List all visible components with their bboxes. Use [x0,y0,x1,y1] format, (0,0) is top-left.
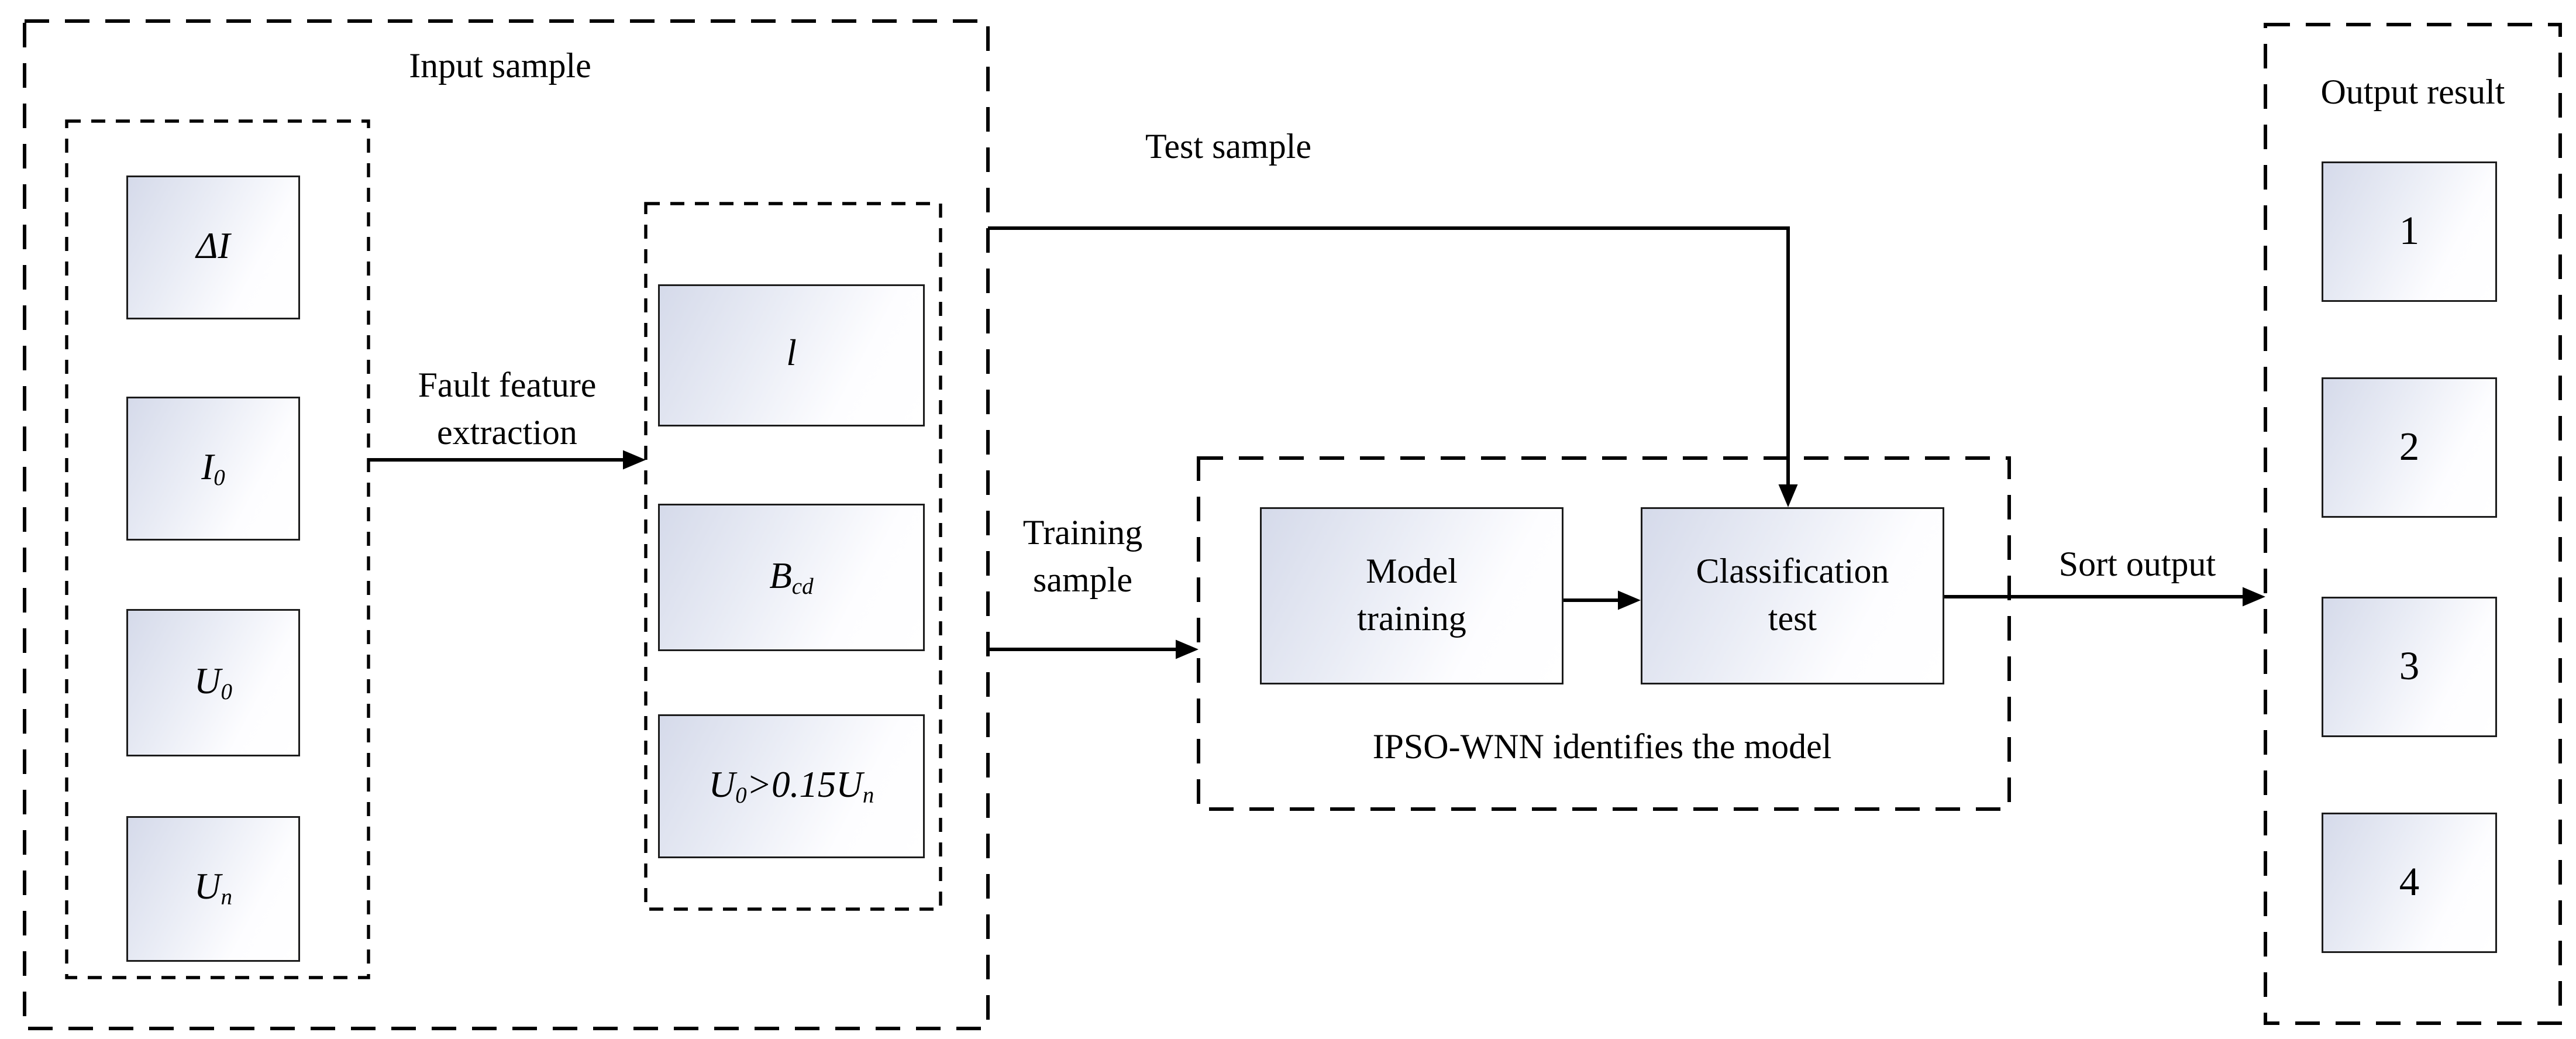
u0-symbol: U [194,659,221,702]
model-to-classification-arrowhead-icon [1618,590,1641,610]
test-sample-label: Test sample [1145,128,1312,167]
i0-symbol: I [201,445,214,488]
threshold-u1: U [708,763,736,806]
threshold-u2: U [836,763,863,806]
bcd-subscript: cd [791,572,814,599]
output-box-1: 1 [2322,161,2497,302]
feature-box-l: l [658,284,925,426]
fault-feature-extraction-label: Fault feature extraction [365,363,649,458]
input-sample-group-border [23,19,990,1030]
bcd-symbol: B [769,554,792,597]
sort-output-arrowhead-icon [2243,587,2265,607]
feature-group-border [644,202,942,911]
fault-feature-extraction-line2: extraction [437,414,577,453]
output-result-title: Output result [2320,74,2505,112]
output-box-2: 2 [2322,377,2497,518]
test-sample-arrowhead-icon [1778,484,1798,507]
input-sample-title: Input sample [409,47,591,86]
feature-box-un: Un [126,816,300,962]
sort-output-label: Sort output [2058,546,2216,584]
un-subscript: n [221,883,232,910]
threshold-sub2: n [862,781,874,808]
fault-extraction-arrowhead-icon [623,450,646,470]
fault-feature-extraction-line1: Fault feature [418,367,597,405]
feature-box-u0: U0 [126,609,300,756]
l-symbol: l [786,332,797,375]
test-sample-line [988,226,1790,486]
feature-box-bcd: Bcd [658,504,925,651]
feature-box-threshold: U0>0.15Un [658,714,925,858]
i0-subscript: 0 [213,463,225,490]
training-sample-label: Training sample [969,511,1197,605]
classification-test-line1: Classification [1696,552,1889,591]
output-box-2-label: 2 [2399,425,2420,469]
raw-signal-group-border [65,119,370,979]
training-sample-line1: Training [1022,514,1143,553]
u0-subscript: 0 [221,677,232,704]
output-box-3: 3 [2322,597,2497,737]
classification-test-line2: test [1768,599,1817,638]
training-sample-arrowhead-icon [1176,639,1199,659]
output-box-1-label: 1 [2399,209,2420,253]
output-box-3-label: 3 [2399,644,2420,688]
ipso-wnn-caption: IPSO-WNN identifies the model [1372,728,1832,767]
feature-box-i0: I0 [126,397,300,541]
output-box-4: 4 [2322,813,2497,953]
threshold-sub1: 0 [735,781,747,808]
threshold-mid: >0.15 [746,763,836,806]
un-symbol: U [194,866,221,909]
model-training-line1: Model [1366,552,1458,591]
delta-i-symbol: ΔI [196,224,230,267]
classification-test-box: Classification test [1641,507,1944,684]
training-sample-line2: sample [1033,562,1132,600]
output-box-4-label: 4 [2399,860,2420,904]
model-training-box: Model training [1260,507,1563,684]
feature-box-delta-i: ΔI [126,176,300,319]
ipso-wnn-group-border [1197,456,2011,811]
model-training-line2: training [1357,599,1466,638]
